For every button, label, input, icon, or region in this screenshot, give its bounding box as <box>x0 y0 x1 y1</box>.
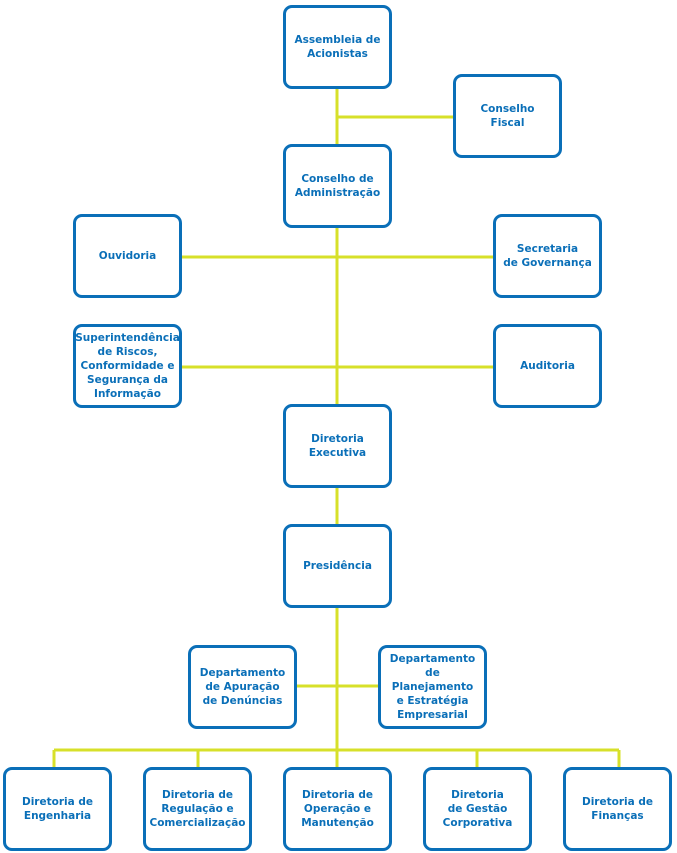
node-label: Departamento de Apuração de Denúncias <box>199 667 286 707</box>
node-superintendencia-de-riscos: Superintendência de Riscos, Conformidade… <box>73 324 182 408</box>
node-diretoria-de-gestao-corporativa: Diretoria de Gestão Corporativa <box>423 767 532 851</box>
node-diretoria-executiva: Diretoria Executiva <box>283 404 392 488</box>
node-ouvidoria: Ouvidoria <box>73 214 182 298</box>
node-departamento-de-apuracao-de-denuncias: Departamento de Apuração de Denúncias <box>188 645 297 729</box>
node-diretoria-de-financas: Diretoria de Finanças <box>563 767 672 851</box>
node-label: Conselho de Administração <box>294 173 381 199</box>
node-diretoria-de-engenharia: Diretoria de Engenharia <box>3 767 112 851</box>
node-label: Auditoria <box>520 360 575 372</box>
node-label: Diretoria de Gestão Corporativa <box>442 789 513 829</box>
node-label: Departamento de Planejamento e Estratégi… <box>389 653 476 721</box>
node-diretoria-de-regulacao: Diretoria de Regulação e Comercialização <box>143 767 252 851</box>
node-diretoria-de-operacao: Diretoria de Operação e Manutenção <box>283 767 392 851</box>
node-label: Diretoria de Finanças <box>581 796 653 822</box>
node-presidencia: Presidência <box>283 524 392 608</box>
node-label: Conselho Fiscal <box>480 103 535 129</box>
node-label: Ouvidoria <box>98 250 157 262</box>
node-label: Assembleia de Acionistas <box>294 34 381 60</box>
node-label: Diretoria de Regulação e Comercialização <box>149 789 246 829</box>
node-departamento-de-planejamento: Departamento de Planejamento e Estratégi… <box>378 645 487 729</box>
node-auditoria: Auditoria <box>493 324 602 408</box>
node-label: Diretoria Executiva <box>308 433 367 459</box>
node-secretaria-de-governanca: Secretaria de Governança <box>493 214 602 298</box>
node-conselho-fiscal: Conselho Fiscal <box>453 74 562 158</box>
node-label: Secretaria de Governança <box>503 243 592 269</box>
node-assembleia-de-acionistas: Assembleia de Acionistas <box>283 5 392 89</box>
node-label: Diretoria de Operação e Manutenção <box>301 789 374 829</box>
node-label: Superintendência de Riscos, Conformidade… <box>75 332 180 400</box>
node-conselho-de-administracao: Conselho de Administração <box>283 144 392 228</box>
node-label: Diretoria de Engenharia <box>21 796 93 822</box>
node-label: Presidência <box>303 560 372 572</box>
